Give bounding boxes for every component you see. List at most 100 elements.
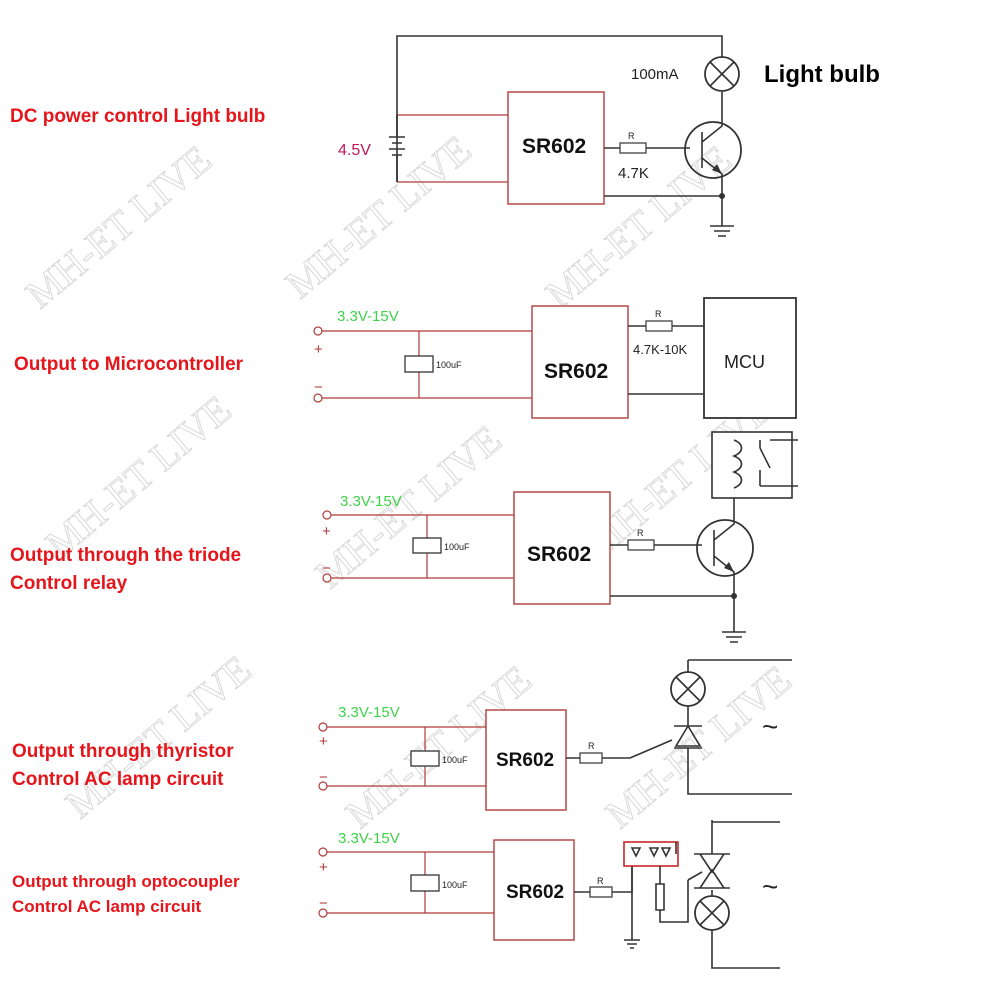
sr602-module	[507, 91, 605, 205]
resistor-symbol	[579, 752, 603, 764]
wire	[327, 851, 494, 914]
plus-sign: +	[314, 341, 323, 358]
circuit-thyristor-ac-lamp: Output through thyristor Control AC lamp…	[12, 659, 792, 811]
resistor-label: R	[637, 528, 644, 538]
circuit-label-line-1: Output through thyristor	[12, 741, 234, 762]
module-label: SR602	[496, 750, 554, 771]
supply-voltage: 3.3V-15V	[338, 830, 400, 847]
capacitor-symbol	[412, 537, 442, 554]
circuit-label: DC power control Light bulb	[10, 106, 265, 127]
ground-symbol	[722, 631, 746, 643]
sr602-module	[513, 491, 611, 605]
relay-coil	[731, 439, 743, 489]
triac-symbol	[687, 853, 730, 889]
watermark: MH-ET LIVE	[57, 647, 260, 827]
watermark: MH-ET LIVE	[277, 127, 480, 307]
module-label: SR602	[506, 882, 564, 903]
resistor-label: R	[628, 131, 635, 141]
capacitor-value: 100uF	[444, 542, 470, 552]
mcu-block	[703, 297, 797, 419]
plus-sign: +	[319, 859, 328, 876]
circuit-label-line-2: Control AC lamp circuit	[12, 897, 202, 916]
capacitor-value: 100uF	[436, 360, 462, 370]
plus-sign: +	[322, 523, 331, 540]
resistor-symbol	[627, 539, 655, 551]
circuit-label-line-2: Control relay	[10, 573, 128, 594]
ac-loop	[675, 820, 780, 969]
battery-symbol	[389, 115, 405, 182]
minus-sign: −	[314, 379, 323, 396]
capacitor-symbol	[410, 874, 440, 892]
circuit-label-line-1: Output through optocoupler	[12, 872, 240, 891]
wire	[655, 866, 689, 923]
sr602-module	[531, 305, 629, 419]
thyristor-symbol	[674, 724, 702, 749]
resistor-symbol	[619, 142, 647, 154]
wire	[566, 739, 673, 759]
resistor-value: 4.7K	[618, 165, 649, 182]
junction-dot	[731, 593, 737, 599]
resistor-label: R	[655, 309, 662, 319]
circuit-label: Output to Microcontroller	[14, 354, 244, 375]
resistor-label: R	[588, 741, 595, 751]
wire	[396, 35, 723, 182]
terminal-plus	[318, 722, 328, 732]
wire	[331, 514, 514, 579]
supply-voltage: 3.3V-15V	[340, 493, 402, 510]
transistor-leads	[713, 498, 735, 632]
lamp-cross	[675, 676, 701, 702]
ground-symbol	[710, 225, 734, 237]
load-label: Light bulb	[764, 61, 880, 88]
module-label: SR602	[522, 135, 586, 158]
circuit-label-line-1: Output through the triode	[10, 545, 241, 566]
circuit-label-line-2: Control AC lamp circuit	[12, 769, 224, 790]
ac-source-symbol: ~	[762, 711, 778, 742]
capacitor-value: 100uF	[442, 880, 468, 890]
circuit-dc-light-bulb: DC power control Light bulb 4.5V SR602 R…	[10, 35, 880, 237]
module-label: SR602	[527, 543, 591, 566]
transistor-symbol	[696, 519, 754, 577]
minus-sign: −	[322, 560, 331, 577]
supply-voltage: 3.3V-15V	[337, 308, 399, 325]
lamp-cross	[709, 61, 735, 87]
resistor-value: 4.7K-10K	[633, 342, 688, 357]
watermark: MH-ET LIVE	[307, 417, 510, 597]
optocoupler-internals	[630, 847, 672, 858]
terminal-plus	[318, 847, 328, 857]
emitter-arrow	[712, 164, 722, 174]
supply-voltage: 4.5V	[338, 142, 371, 159]
capacitor-symbol	[404, 355, 434, 373]
terminal-plus	[322, 510, 332, 520]
relay-contact	[759, 439, 798, 487]
relay-box	[711, 431, 793, 499]
emitter-arrow	[724, 562, 734, 572]
transistor-symbol	[684, 121, 742, 179]
watermark-layer: MH-ET LIVE MH-ET LIVE MH-ET LIVE MH-ET L…	[16, 126, 800, 837]
capacitor-value: 100uF	[442, 755, 468, 765]
sr602-module	[485, 709, 567, 811]
minus-sign: −	[319, 895, 328, 912]
wire	[397, 114, 508, 183]
optocoupler-symbol	[623, 841, 679, 867]
supply-voltage: 3.3V-15V	[338, 704, 400, 721]
lamp-cross	[699, 900, 725, 926]
watermark: MH-ET LIVE	[37, 387, 240, 567]
load-label: MCU	[724, 352, 765, 372]
circuit-triode-relay: Output through the triode Control relay …	[10, 431, 798, 643]
ac-loop	[687, 659, 792, 795]
resistor-symbol	[589, 886, 613, 898]
minus-sign: −	[319, 769, 328, 786]
watermark: MH-ET LIVE	[17, 137, 220, 317]
wire	[327, 726, 486, 787]
terminal-plus	[313, 326, 323, 336]
module-label: SR602	[544, 360, 608, 383]
sr602-module	[493, 839, 575, 941]
circuit-microcontroller: Output to Microcontroller 3.3V-15V + − 1…	[14, 297, 797, 419]
capacitor-symbol	[410, 750, 440, 767]
resistor-symbol	[645, 320, 673, 332]
load-current: 100mA	[631, 66, 679, 83]
circuit-optocoupler-ac-lamp: Output through optocoupler Control AC la…	[12, 820, 780, 969]
plus-sign: +	[319, 733, 328, 750]
resistor-label: R	[597, 876, 604, 886]
